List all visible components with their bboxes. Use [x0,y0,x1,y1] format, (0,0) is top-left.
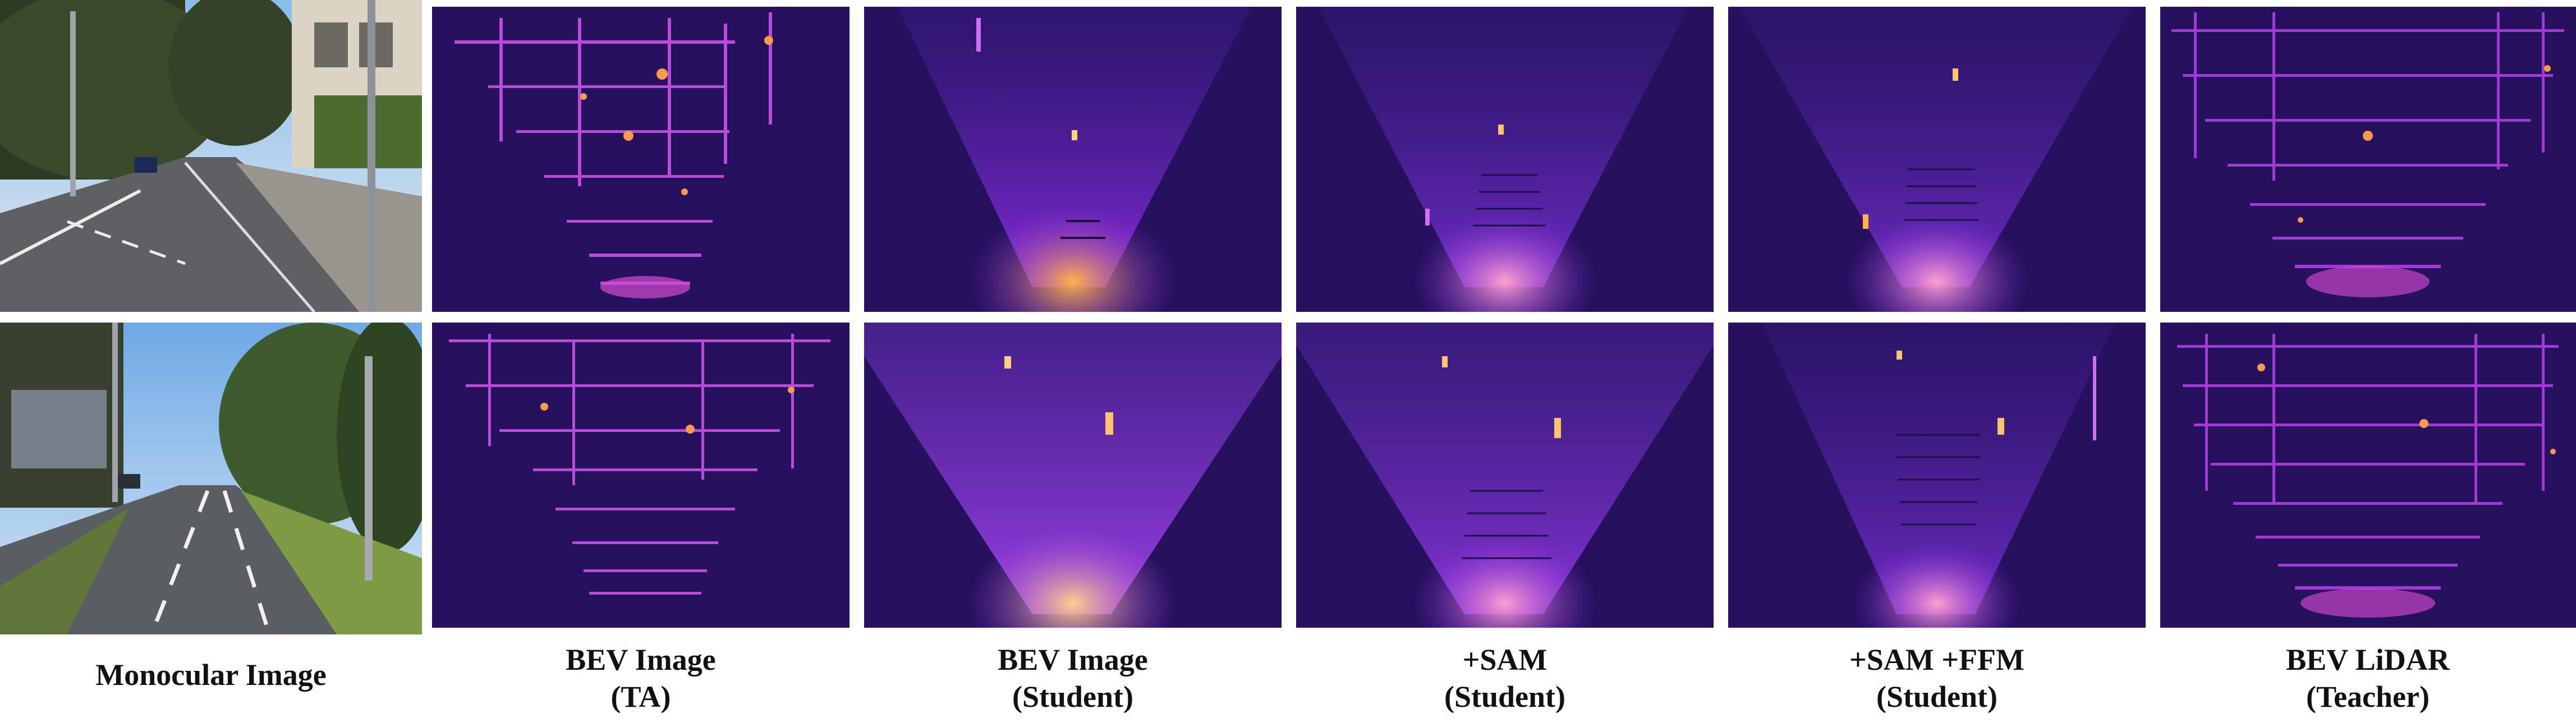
camera-image-row1 [0,0,422,312]
bev-lidar-teacher-row1 [2160,7,2576,312]
caption-line2: (Student) [1876,680,1998,714]
sam-student-row2 [1296,323,1714,628]
caption-line2: (Student) [1444,680,1566,714]
caption-line2: (TA) [610,680,671,714]
caption-line1: Monocular Image [95,658,327,692]
caption-bev-image-student: BEV Image (Student) [865,641,1280,715]
bev-image-ta-row1 [432,7,850,312]
bev-lidar-teacher-row2 [2160,323,2576,628]
caption-line1: BEV Image [998,643,1148,677]
sam-ffm-student-row2 [1728,323,2146,628]
camera-image-row2 [0,323,422,634]
sam-ffm-student-row1 [1728,7,2146,312]
caption-monocular-image: Monocular Image [3,656,419,693]
caption-line1: +SAM [1462,643,1548,677]
caption-sam-ffm-student: +SAM +FFM (Student) [1729,641,2145,715]
caption-line1: BEV LiDAR [2286,643,2450,677]
caption-line1: +SAM +FFM [1849,643,2024,677]
caption-line1: BEV Image [566,643,716,677]
caption-bev-lidar-teacher: BEV LiDAR (Teacher) [2160,641,2575,715]
bev-image-ta-row2 [432,323,850,628]
caption-sam-student: +SAM (Student) [1297,641,1712,715]
caption-bev-image-ta: BEV Image (TA) [433,641,848,715]
sam-student-row1 [1296,7,1714,312]
caption-line2: (Teacher) [2306,680,2430,714]
bev-image-student-row2 [864,323,1282,628]
caption-line2: (Student) [1012,680,1134,714]
bev-image-student-row1 [864,7,1282,312]
